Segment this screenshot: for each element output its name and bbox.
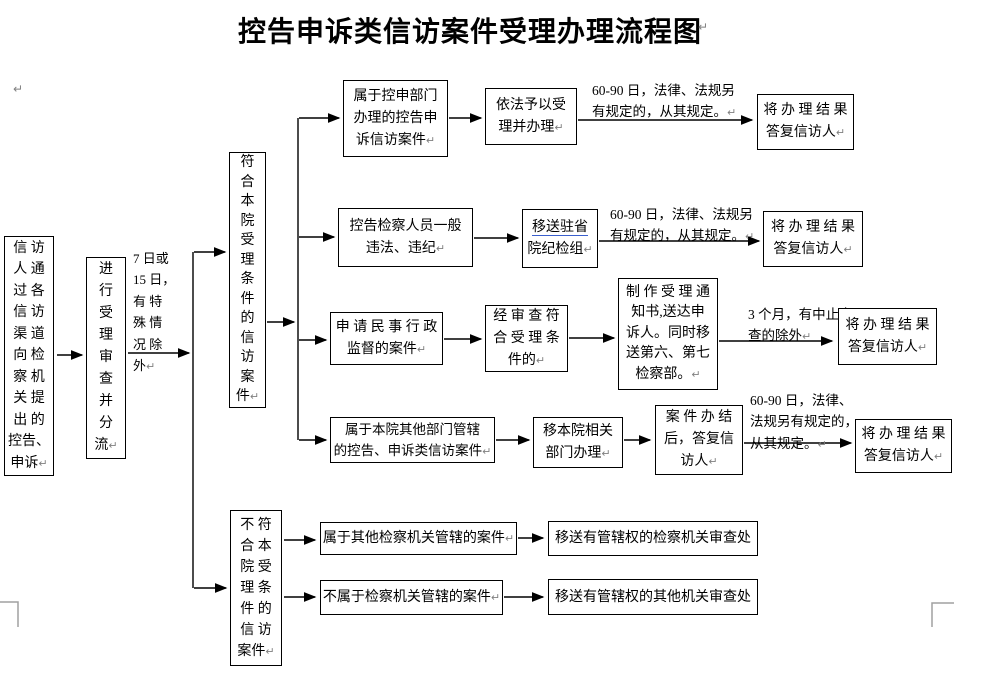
node-b2-reply: 将 办 理 结 果 答复信访人↵ — [763, 211, 863, 267]
node-b4-transfer-dept: 移本院相关 部门办理↵ — [533, 417, 623, 468]
node-b4-reply: 将 办 理 结 果 答复信访人↵ — [855, 419, 952, 473]
node-b1-reply: 将 办 理 结 果 答复信访人↵ — [757, 94, 854, 150]
node-b3-case: 申 请 民 事 行 政 监督的案件↵ — [330, 312, 443, 365]
node-b1-accept-handle: 依法予以受 理并办理↵ — [485, 88, 577, 145]
node-b6-transfer: 移送有管辖权的其他机关审查处 — [548, 579, 758, 615]
node-review-dispatch: 进 行 受 理 审 查 并 分 流↵ — [86, 257, 126, 459]
node-meets-conditions: 符 合 本 院 受 理 条 件 的 信 访 案 件↵ — [229, 152, 266, 408]
node-b5-case: 属于其他检察机关管辖的案件↵ — [320, 522, 517, 555]
note-review-deadline: 7 日或 15 日， 有 特 殊 情 况 除 外↵ — [133, 250, 176, 374]
node-b2-case: 控告检察人员一般 违法、违纪↵ — [338, 208, 473, 267]
arrow-lines — [57, 113, 853, 602]
note-b1-deadline: 60-90 日，法律、法规另 有规定的，从其规定。↵ — [592, 82, 737, 120]
paragraph-mark: ↵ — [13, 82, 24, 96]
node-b4-done-reply: 案 件 办 结 后，答复信 访人↵ — [655, 405, 743, 475]
node-b1-case: 属于控申部门 办理的控告申 诉信访案件↵ — [343, 80, 448, 157]
node-b5-transfer: 移送有管辖权的检察机关审查处 — [548, 521, 758, 556]
node-b3-reply: 将 办 理 结 果 答复信访人↵ — [838, 308, 937, 365]
node-b3-notice: 制 作 受 理 通 知书,送达申 诉人。同时移 送第六、第七 检察部。↵ — [618, 278, 718, 390]
node-b4-case: 属于本院其他部门管辖 的控告、申诉类信访案件↵ — [330, 417, 495, 463]
paragraph-mark: ↵ — [698, 20, 709, 34]
page-corner-marks — [0, 601, 954, 627]
node-b3-review-pass: 经 审 查 符 合 受 理 条 件的↵ — [485, 305, 568, 372]
node-not-meets-conditions: 不 符 合 本 院 受 理 条 件 的 信 访 案件↵ — [230, 510, 282, 666]
note-b2-deadline: 60-90 日，法律、法规另 有规定的，从其规定。↵ — [610, 206, 755, 244]
node-b2-transfer-discipline: 移送驻省 院纪检组↵ — [522, 209, 598, 268]
note-b3-deadline: 3 个月，有中止审 查的除外↵ — [748, 306, 853, 344]
node-source: 信 访 人 通 过 各 信 访 渠 道 向 检 察 机 关 提 出 的 控告、 … — [4, 236, 54, 476]
page-title: 控告申诉类信访案件受理办理流程图 — [237, 17, 702, 48]
node-b6-case: 不属于检察机关管辖的案件↵ — [320, 580, 503, 615]
note-b4-deadline: 60-90 日，法律、 法规另有规定的， 从其规定。↵ — [750, 392, 858, 451]
